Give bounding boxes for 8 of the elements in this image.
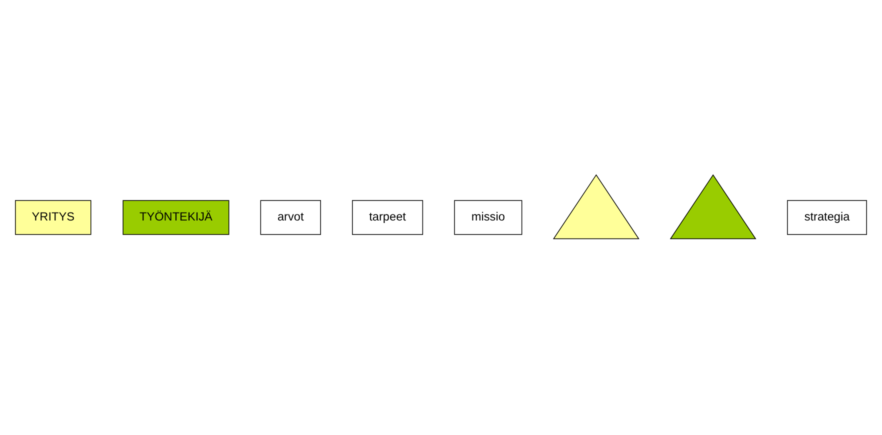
node-box: arvot [260, 200, 321, 235]
node-triangle [552, 174, 640, 240]
node-box: missio [454, 200, 522, 235]
node-triangle [670, 174, 756, 240]
node-box: tarpeet [352, 200, 424, 235]
node-box: YRITYS [15, 200, 92, 235]
node-box: TYÖNTEKIJÄ [122, 200, 230, 235]
node-box: strategia [787, 200, 867, 235]
